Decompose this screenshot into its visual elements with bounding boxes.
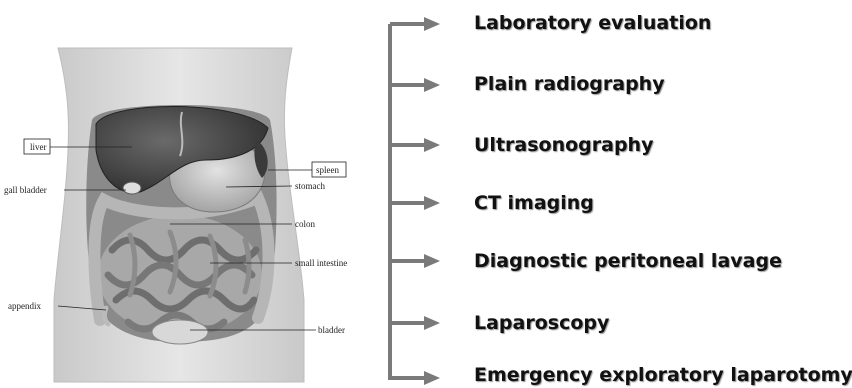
label-gall-bladder: gall bladder xyxy=(4,185,47,195)
label-stomach: stomach xyxy=(295,181,325,191)
gall-bladder xyxy=(123,182,141,194)
arrow-1 xyxy=(390,17,440,31)
label-spleen: spleen xyxy=(316,165,339,175)
label-bladder: bladder xyxy=(318,325,345,335)
arrow-6 xyxy=(390,316,440,330)
arrow-3 xyxy=(390,138,440,152)
step-diagnostic-peritoneal-lavage: Diagnostic peritoneal lavage xyxy=(474,250,782,272)
step-plain-radiography: Plain radiography xyxy=(474,73,665,95)
step-ct-imaging: CT imaging xyxy=(474,192,594,214)
arrow-2 xyxy=(390,78,440,92)
workup-arrows xyxy=(390,17,440,385)
step-emergency-exploratory-laparotomy: Emergency exploratory laparotomy xyxy=(474,364,852,386)
step-ultrasonography: Ultrasonography xyxy=(474,134,653,156)
step-laboratory-evaluation: Laboratory evaluation xyxy=(474,12,711,34)
step-laparoscopy: Laparoscopy xyxy=(474,312,609,334)
bladder xyxy=(152,320,208,344)
label-small-intestine: small intestine xyxy=(295,258,347,268)
label-colon: colon xyxy=(295,219,315,229)
small-intestine xyxy=(98,215,262,335)
arrow-4 xyxy=(390,196,440,210)
arrow-7 xyxy=(390,371,440,385)
arrow-5 xyxy=(390,254,440,268)
label-appendix: appendix xyxy=(8,301,41,311)
label-liver: liver xyxy=(30,142,47,152)
